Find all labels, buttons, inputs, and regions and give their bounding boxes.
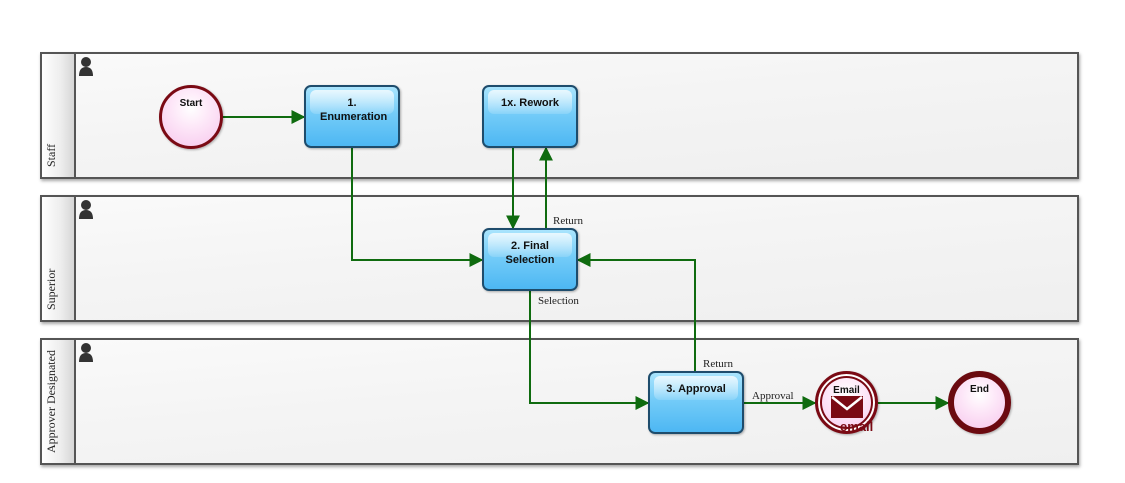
person-icon <box>79 343 93 362</box>
end-event[interactable]: End <box>948 371 1011 434</box>
flow-approval-return-to-final-selection[interactable] <box>576 253 696 371</box>
flow-label-return-to-rework: Return <box>553 215 583 227</box>
person-icon <box>79 57 93 76</box>
flow-enumeration-to-final-selection[interactable] <box>351 148 484 267</box>
task-rework[interactable]: 1x. Rework <box>482 85 578 148</box>
flow-final-selection-to-approval[interactable] <box>529 291 650 410</box>
start-event[interactable]: Start <box>159 85 223 149</box>
end-event-label: End <box>970 384 989 395</box>
task-enumeration-label: 1. Enumeration <box>320 97 388 123</box>
task-approval-label: 3. Approval <box>666 383 726 395</box>
task-final-selection[interactable]: 2. Final Selection <box>482 228 578 291</box>
email-event-caption: email <box>840 419 874 434</box>
swimlane-approver-designated: Approver Designated <box>40 338 1079 465</box>
task-approval[interactable]: 3. Approval <box>648 371 744 434</box>
email-event[interactable]: Email email <box>815 371 878 434</box>
flow-label-selection: Selection <box>538 295 579 307</box>
flow-label-approval: Approval <box>752 390 794 402</box>
email-event-label: Email <box>833 385 860 396</box>
task-rework-label: 1x. Rework <box>500 97 560 109</box>
lane-header: Approver Designated <box>42 340 76 463</box>
lane-header: Superior <box>42 197 76 320</box>
lane-header: Staff <box>42 54 76 177</box>
flow-label-return-to-final-selection: Return <box>703 358 733 370</box>
envelope-icon <box>831 396 863 418</box>
person-icon <box>79 200 93 219</box>
task-final-selection-label: 2. Final Selection <box>505 240 555 266</box>
start-event-label: Start <box>179 98 203 109</box>
task-enumeration[interactable]: 1. Enumeration <box>304 85 400 148</box>
